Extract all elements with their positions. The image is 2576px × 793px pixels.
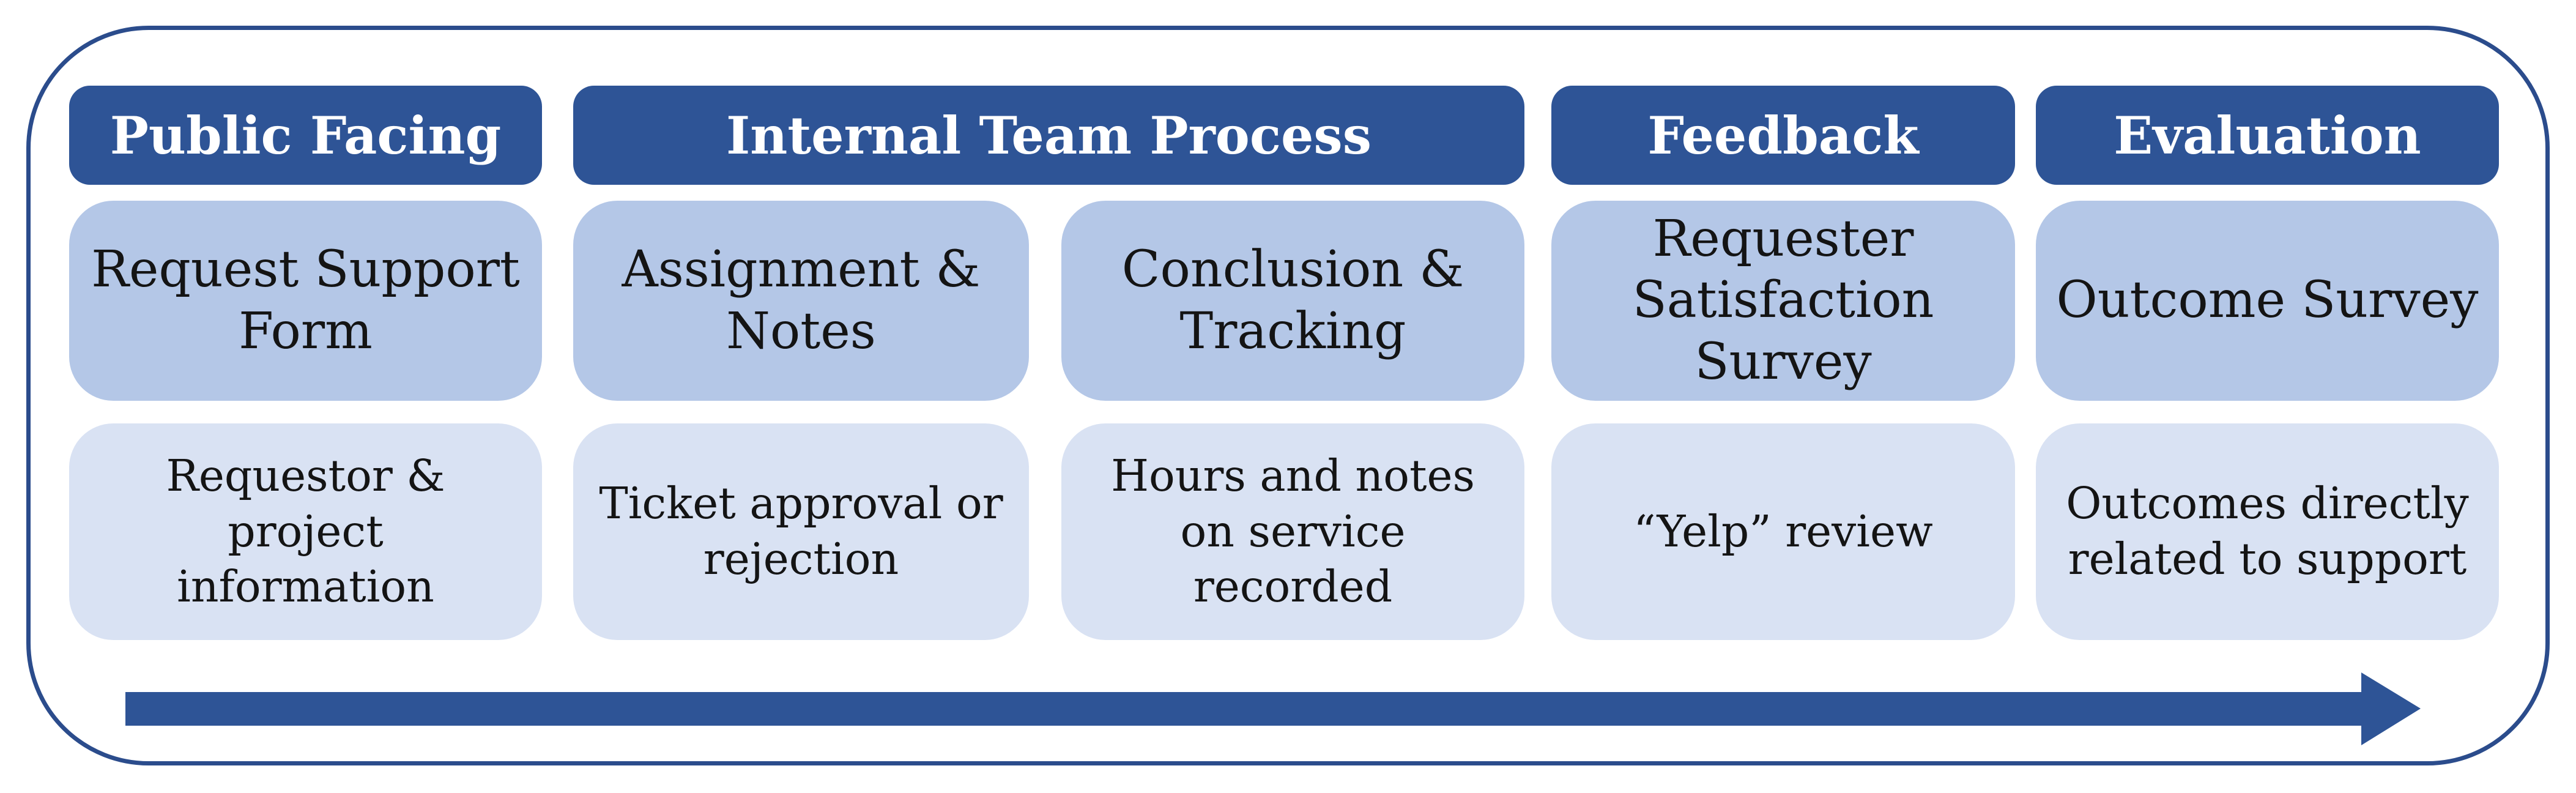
step-box-requester-satisfaction-survey: Requester Satisfaction Survey [1551,201,2015,401]
detail-box-yelp-review: “Yelp” review [1551,423,2015,640]
step-box-assignment-notes: Assignment & Notes [573,201,1029,401]
step-box-conclusion-tracking: Conclusion & Tracking [1061,201,1524,401]
column-header-evaluation: Evaluation [2036,86,2499,185]
detail-box-hours-notes-recorded: Hours and notes on service recorded [1061,423,1524,640]
column-header-feedback: Feedback [1551,86,2015,185]
step-box-request-support-form: Request Support Form [69,201,542,401]
diagram-border [26,26,2550,765]
column-header-public-facing: Public Facing [69,86,542,185]
detail-box-outcomes-related-support: Outcomes directly related to support [2036,423,2499,640]
step-box-outcome-survey: Outcome Survey [2036,201,2499,401]
detail-box-ticket-approval-rejection: Ticket approval or rejection [573,423,1029,640]
column-header-internal-team-process: Internal Team Process [573,86,1524,185]
detail-box-requestor-project-information: Requestor & project information [69,423,542,640]
